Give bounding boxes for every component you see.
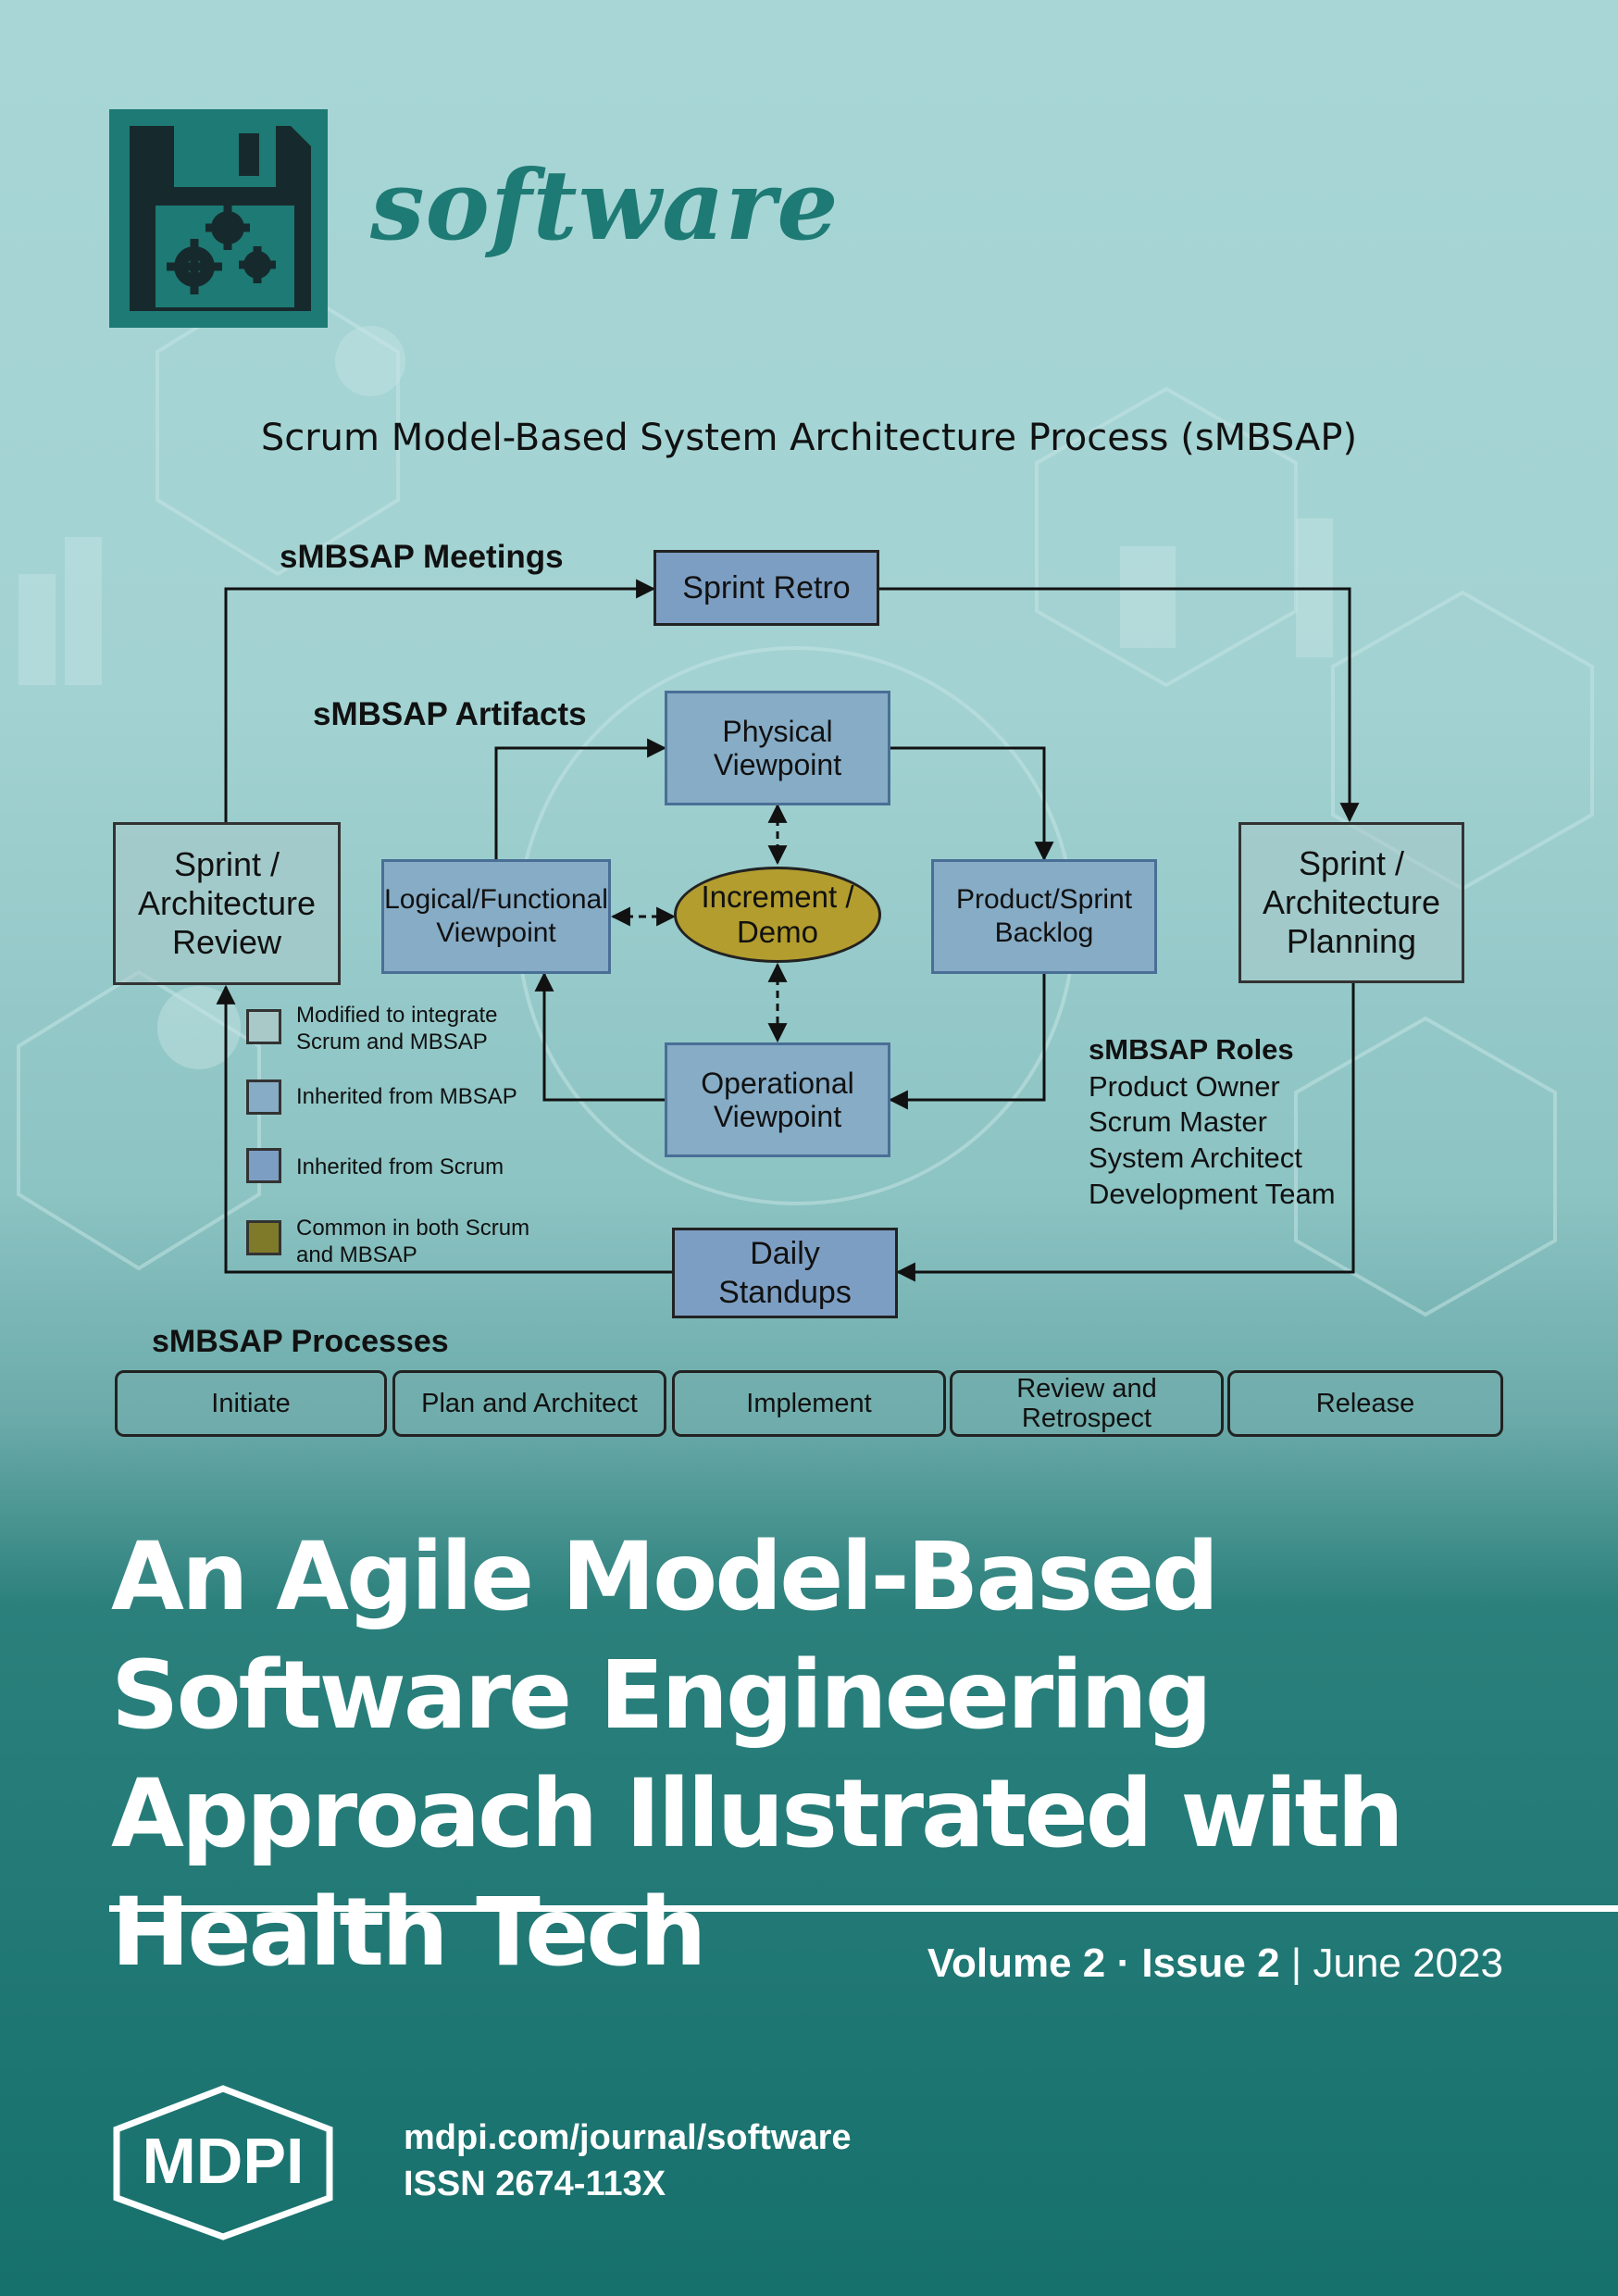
mdpi-logo: MDPI	[113, 2085, 333, 2240]
role-item: System Architect	[1089, 1142, 1302, 1174]
legend-swatch-mbsap	[246, 1079, 281, 1115]
daily-standups-node: Daily Standups	[672, 1228, 898, 1318]
journal-logo	[109, 109, 328, 328]
sprint-planning-node: Sprint / Architecture Planning	[1238, 822, 1464, 983]
operational-viewpoint-node: Operational Viewpoint	[665, 1042, 890, 1157]
sprint-review-node: Sprint / Architecture Review	[113, 822, 341, 985]
logical-viewpoint-node: Logical/Functional Viewpoint	[381, 859, 611, 974]
volume-number: Volume 2	[927, 1940, 1106, 1986]
issue-number: Issue 2	[1141, 1940, 1280, 1986]
roles-title: sMBSAP Roles	[1089, 1033, 1294, 1066]
role-item: Development Team	[1089, 1178, 1336, 1210]
process-implement: Implement	[672, 1370, 946, 1437]
physical-viewpoint-node: Physical Viewpoint	[665, 691, 890, 805]
date-separator: |	[1279, 1940, 1313, 1986]
issue-separator: ·	[1105, 1940, 1142, 1986]
legend-label-common: Common in both Scrum and MBSAP	[296, 1216, 530, 1267]
role-item: Scrum Master	[1089, 1105, 1267, 1138]
artifacts-label: sMBSAP Artifacts	[313, 696, 587, 732]
process-review: Review and Retrospect	[950, 1370, 1224, 1437]
product-backlog-node: Product/Sprint Backlog	[931, 859, 1157, 974]
processes-label: sMBSAP Processes	[152, 1324, 449, 1359]
meetings-label: sMBSAP Meetings	[280, 539, 564, 575]
legend-swatch-common	[246, 1220, 281, 1255]
title-divider	[109, 1905, 1618, 1912]
increment-demo-node: Increment / Demo	[674, 867, 881, 963]
mdpi-logo-text: MDPI	[143, 2125, 305, 2197]
legend-label-mbsap: Inherited from MBSAP	[296, 1084, 517, 1109]
issn: ISSN 2674-113X	[404, 2165, 666, 2203]
role-item: Product Owner	[1089, 1070, 1280, 1103]
article-title: An Agile Model-Based Software Engineerin…	[111, 1522, 1404, 1988]
diagram-title: Scrum Model-Based System Architecture Pr…	[260, 417, 1358, 459]
legend-label-modified: Modified to integrate Scrum and MBSAP	[296, 1003, 498, 1054]
legend-swatch-modified	[246, 1009, 281, 1044]
process-plan: Plan and Architect	[392, 1370, 666, 1437]
sprint-retro-node: Sprint Retro	[653, 550, 879, 626]
issue-info: Volume 2 · Issue 2 | June 2023	[927, 1940, 1503, 1987]
journal-url: mdpi.com/journal/software	[404, 2118, 852, 2157]
issue-date: June 2023	[1313, 1940, 1503, 1986]
process-release: Release	[1227, 1370, 1503, 1437]
process-initiate: Initiate	[115, 1370, 387, 1437]
journal-name: software	[370, 148, 840, 262]
legend-label-scrum: Inherited from Scrum	[296, 1154, 504, 1179]
legend-swatch-scrum	[246, 1148, 281, 1183]
floppy-disk-gears-icon	[130, 126, 311, 311]
